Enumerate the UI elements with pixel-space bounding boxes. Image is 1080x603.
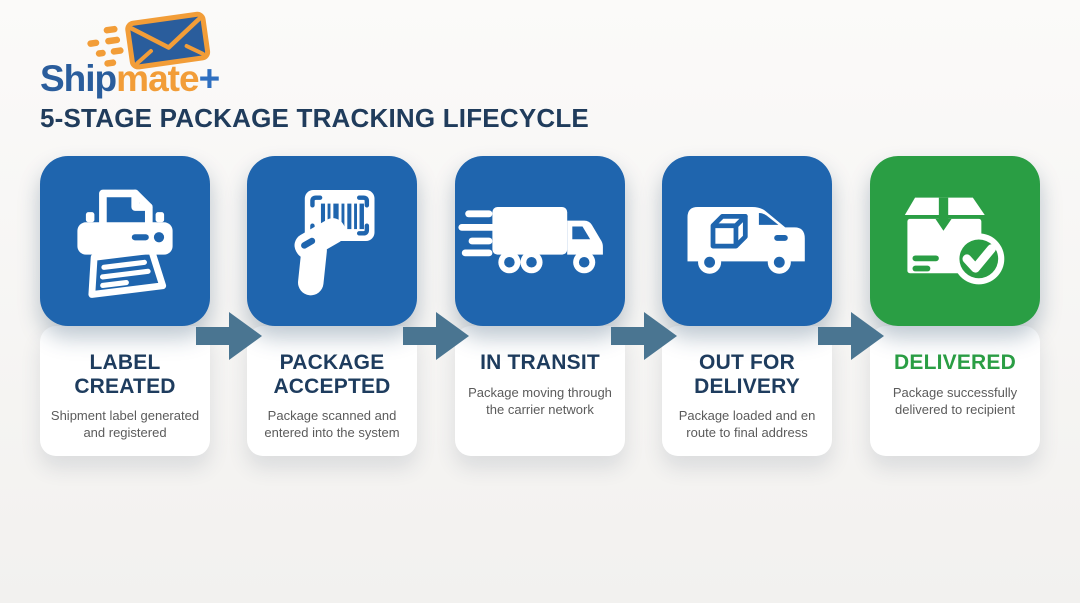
stage-icon-tile [40, 156, 210, 326]
arrow-right-icon [196, 312, 262, 360]
stage-package-accepted: PACKAGE ACCEPTED Package scanned and ent… [247, 156, 417, 456]
stage-title: PACKAGE ACCEPTED [273, 351, 391, 398]
arrow-right-icon [611, 312, 677, 360]
delivery-van-icon [687, 207, 805, 274]
stage-label-created: LABEL CREATED Shipment label generated a… [40, 156, 210, 456]
barcode-scanner-icon [294, 190, 375, 296]
stage-title: OUT FOR DELIVERY [694, 351, 800, 398]
brand-name-ship: Ship [40, 58, 117, 99]
stage-icon-tile [247, 156, 417, 326]
printer-icon [77, 189, 173, 298]
stage-description: Shipment label generated and registered [50, 408, 200, 441]
arrow-right-icon [818, 312, 884, 360]
brand-name-mate: mate [116, 58, 199, 99]
package-check-icon [904, 197, 1005, 285]
stage-in-transit: IN TRANSIT Package moving through the ca… [455, 156, 625, 456]
stage-text-card: OUT FOR DELIVERY Package loaded and en r… [662, 326, 832, 456]
stage-title: LABEL CREATED [74, 351, 176, 398]
flying-envelope-icon [87, 11, 211, 70]
stage-description: Package successfully delivered to recipi… [892, 384, 1018, 417]
page-title: 5-STAGE PACKAGE TRACKING LIFECYCLE [40, 103, 589, 133]
stage-text-card: LABEL CREATED Shipment label generated a… [40, 326, 210, 456]
stage-text-card: PACKAGE ACCEPTED Package scanned and ent… [247, 326, 417, 456]
stage-icon-tile [870, 156, 1040, 326]
stage-icon-tile [455, 156, 625, 326]
brand-name: Shipmate+ [40, 58, 221, 100]
stage-delivered: DELIVERED Package successfully delivered… [870, 156, 1040, 456]
stage-title: IN TRANSIT [480, 351, 600, 374]
stage-description: Package scanned and entered into the sys… [264, 408, 400, 441]
stage-description: Package moving through the carrier netwo… [468, 384, 612, 417]
brand-name-plus: + [198, 58, 221, 99]
stage-description: Package loaded and en route to final add… [678, 408, 816, 441]
stage-title: DELIVERED [894, 351, 1016, 374]
stage-icon-tile [662, 156, 832, 326]
fast-delivery-truck-icon [458, 207, 603, 274]
stage-text-card: IN TRANSIT Package moving through the ca… [455, 326, 625, 456]
stage-text-card: DELIVERED Package successfully delivered… [870, 326, 1040, 456]
stage-out-for-delivery: OUT FOR DELIVERY Package loaded and en r… [662, 156, 832, 456]
arrow-right-icon [403, 312, 469, 360]
